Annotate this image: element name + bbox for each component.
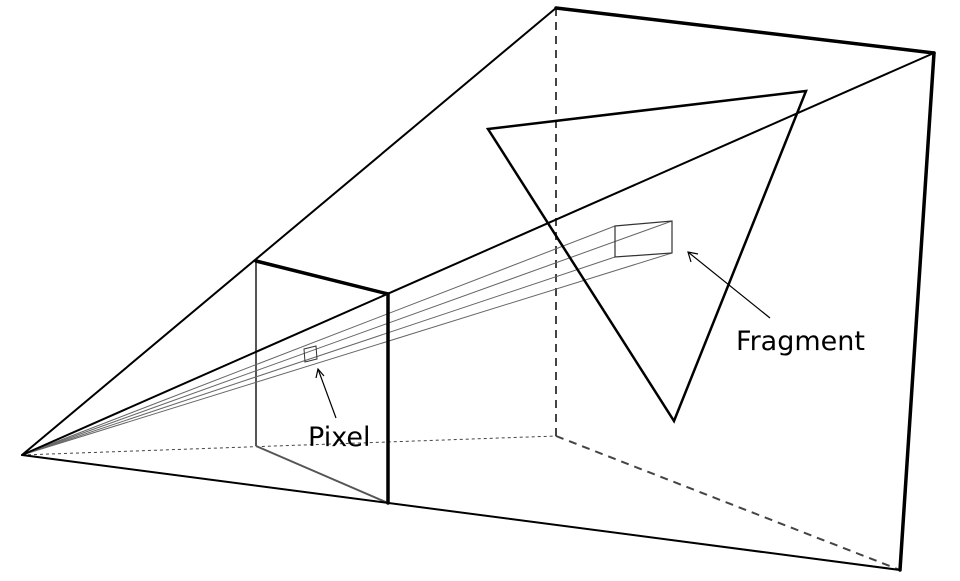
frustum-edges (21, 6, 936, 572)
back-bottom-hidden-edge (555, 435, 901, 571)
fragment-box (614, 220, 673, 258)
fragment-arrow (687, 251, 771, 319)
near-plane-front-edges (254, 259, 390, 505)
triangle (485, 89, 808, 424)
back-right-edge (898, 51, 936, 572)
near-plane-back-edges (255, 261, 389, 504)
hidden-edges (21, 8, 901, 571)
pixel-arrow (315, 367, 337, 419)
pixel-label: Pixel (308, 422, 370, 453)
apex-to-back-bottom-edge (21, 454, 901, 571)
apex-to-back-right-edge (21, 52, 935, 456)
pixel-ray (21, 220, 673, 456)
fragment-label: Fragment (736, 326, 865, 357)
back-top-edge (554, 6, 936, 55)
apex-to-back-hidden-edge (21, 435, 557, 456)
apex-to-back-top-edge (21, 7, 557, 456)
pixel-box (303, 345, 318, 363)
